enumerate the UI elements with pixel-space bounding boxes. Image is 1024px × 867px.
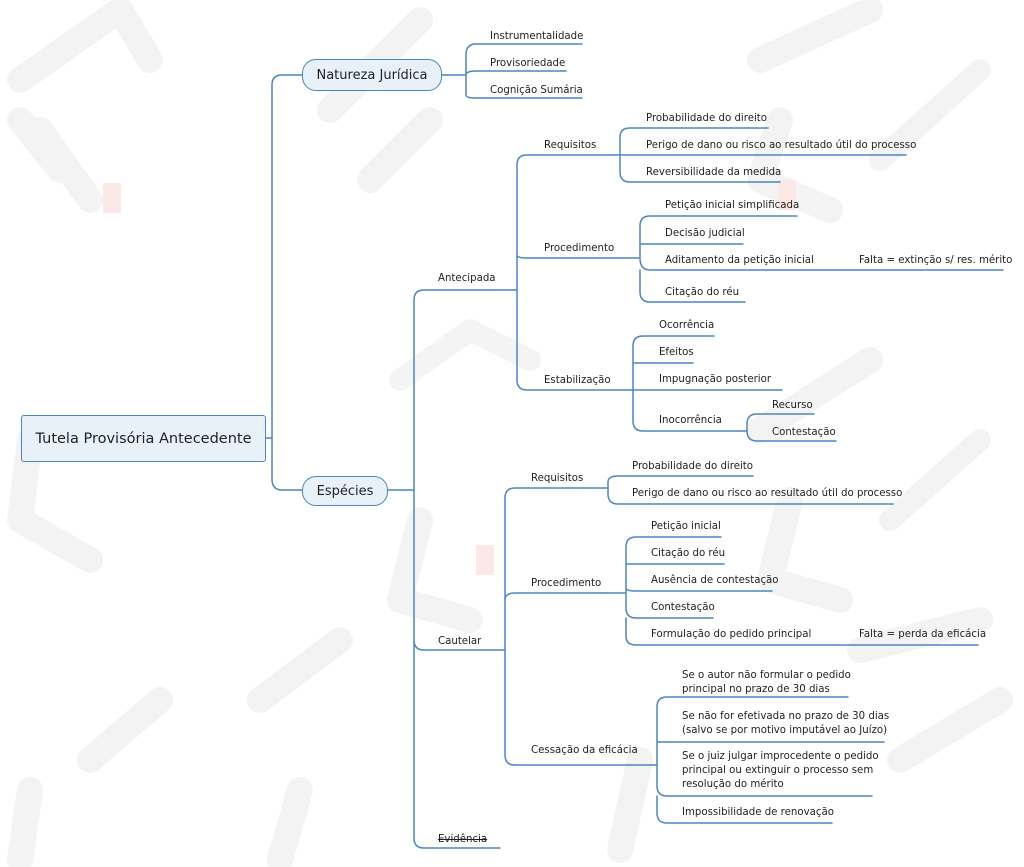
edge-root-branches — [265, 74, 303, 491]
node-especies[interactable]: Espécies — [302, 476, 388, 506]
leaf-ant-perigo[interactable]: Perigo de dano ou risco ao resultado úti… — [646, 140, 917, 151]
edge-antecipada — [516, 154, 621, 391]
leaf-caut-perigo[interactable]: Perigo de dano ou risco ao resultado úti… — [632, 488, 903, 499]
leaf-ant-decisao[interactable]: Decisão judicial — [665, 228, 745, 239]
root-node[interactable]: Tutela Provisória Antecedente — [21, 415, 266, 462]
leaf-caut-peticao[interactable]: Petição inicial — [651, 521, 721, 532]
node-ant-requisitos[interactable]: Requisitos — [544, 140, 597, 151]
leaf-caut-falta[interactable]: Falta = perda da eficácia — [859, 629, 987, 640]
node-estabilizacao[interactable]: Estabilização — [544, 375, 611, 386]
edge-natureza — [441, 43, 583, 99]
leaf-caut-probabilidade[interactable]: Probabilidade do direito — [632, 461, 754, 472]
leaf-ant-aditamento[interactable]: Aditamento da petição inicial — [665, 255, 814, 266]
leaf-ant-peticao[interactable]: Petição inicial simplificada — [665, 200, 800, 211]
leaf-ocorrencia[interactable]: Ocorrência — [659, 320, 715, 331]
edge-estabilizacao — [619, 335, 837, 442]
leaf-impugnacao[interactable]: Impugnação posterior — [659, 374, 772, 385]
leaf-caut-ausencia[interactable]: Ausência de contestação — [651, 575, 779, 586]
node-natureza-juridica[interactable]: Natureza Jurídica — [302, 59, 442, 91]
leaf-recurso[interactable]: Recurso — [772, 400, 813, 411]
edge-ant-requisitos — [601, 127, 907, 183]
leaf-caut-citacao[interactable]: Citação do réu — [651, 548, 726, 559]
edge-cessacao — [631, 696, 885, 824]
node-evidencia[interactable]: Evidência — [438, 834, 488, 845]
edge-cautelar — [504, 487, 633, 766]
edge-especies — [387, 289, 518, 849]
leaf-cessacao-3[interactable]: Se o juiz julgar improcedente o pedido p… — [682, 751, 879, 790]
edge-caut-requisitos — [588, 475, 894, 505]
watermark-accent — [476, 545, 494, 575]
leaf-contestacao-ant[interactable]: Contestação — [772, 427, 836, 438]
leaf-cognicao-sumaria[interactable]: Cognição Sumária — [490, 85, 583, 96]
leaf-caut-contestacao[interactable]: Contestação — [651, 602, 715, 613]
leaf-ant-citacao[interactable]: Citação do réu — [665, 287, 740, 298]
leaf-cessacao-4[interactable]: Impossibilidade de renovação — [682, 807, 834, 818]
leaf-instrumentalidade[interactable]: Instrumentalidade — [490, 31, 584, 42]
node-ant-procedimento[interactable]: Procedimento — [544, 243, 615, 254]
watermark-accent — [778, 180, 796, 210]
edge-caut-procedimento — [604, 536, 979, 646]
leaf-caut-formulacao[interactable]: Formulação do pedido principal — [651, 629, 812, 640]
leaf-provisoriedade[interactable]: Provisoriedade — [490, 58, 566, 69]
leaf-cessacao-2[interactable]: Se não for efetivada no prazo de 30 dias… — [682, 711, 890, 736]
watermark-accent — [103, 183, 121, 213]
leaf-ant-probabilidade[interactable]: Probabilidade do direito — [646, 113, 768, 124]
leaf-ant-falta[interactable]: Falta = extinção s/ res. mérito — [859, 255, 1013, 266]
node-inocorrencia[interactable]: Inocorrência — [659, 415, 722, 426]
node-caut-procedimento[interactable]: Procedimento — [531, 578, 602, 589]
leaf-efeitos[interactable]: Efeitos — [659, 347, 694, 358]
node-antecipada[interactable]: Antecipada — [438, 273, 496, 284]
leaf-ant-reversibilidade[interactable]: Reversibilidade da medida — [646, 167, 782, 178]
node-cautelar[interactable]: Cautelar — [438, 636, 482, 647]
edge-ant-procedimento — [617, 215, 1004, 303]
leaf-cessacao-1[interactable]: Se o autor não formular o pedido princip… — [682, 670, 851, 695]
node-caut-requisitos[interactable]: Requisitos — [531, 473, 584, 484]
node-cessacao[interactable]: Cessação da eficácia — [531, 745, 638, 756]
